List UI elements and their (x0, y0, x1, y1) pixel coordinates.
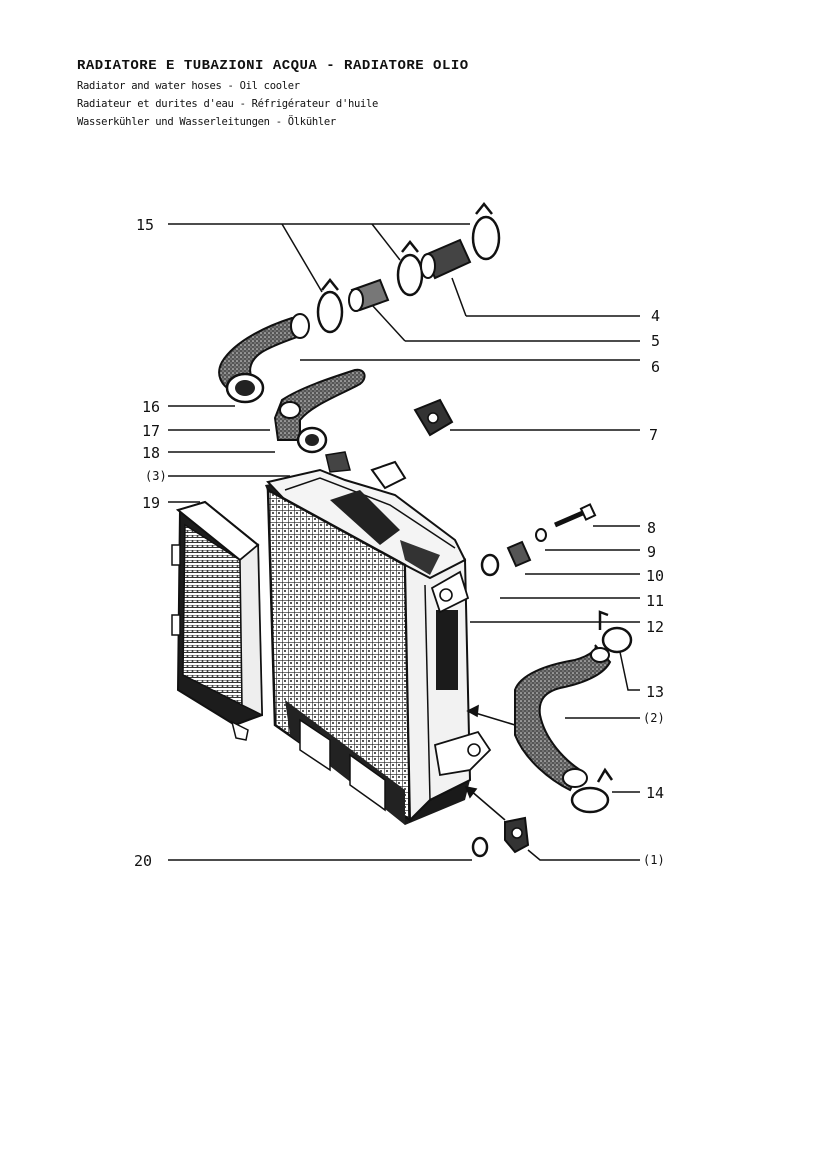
subtitle-english: Radiator and water hoses - Oil cooler (77, 80, 300, 92)
callout-16: 16 (142, 398, 160, 416)
callout-5: 5 (651, 332, 660, 350)
oil-cooler (171, 500, 264, 741)
callout-3: (3) (145, 469, 167, 483)
callout-18: 18 (142, 444, 160, 462)
hose-clamps (316, 201, 633, 814)
callout-12: 12 (646, 618, 664, 636)
lower-hose (514, 644, 612, 792)
callout-6: 6 (651, 358, 660, 376)
callout-2: (2) (643, 711, 665, 725)
callout-14: 14 (646, 784, 664, 802)
callout-labels: 15 16 17 18 (3) 19 20 4 5 6 7 8 9 10 11 … (134, 216, 665, 870)
callout-10: 10 (646, 567, 664, 585)
callout-4: 4 (651, 307, 660, 325)
callout-20: 20 (134, 852, 152, 870)
callout-15: 15 (136, 216, 154, 234)
callout-9: 9 (647, 543, 656, 561)
callout-13: 13 (646, 683, 664, 701)
leader-lines (168, 223, 640, 861)
subtitle-french: Radiateur et durites d'eau - Réfrigérate… (77, 98, 379, 110)
callout-7: 7 (649, 426, 658, 444)
upper-hose (218, 313, 310, 404)
page-header: RADIATORE E TUBAZIONI ACQUA - RADIATORE … (77, 58, 469, 134)
filler-flange (413, 398, 454, 437)
connector-sleeves (348, 238, 472, 312)
middle-hose (273, 368, 366, 473)
drain-tap (471, 816, 530, 858)
callout-8: 8 (647, 519, 656, 537)
callout-11: 11 (646, 592, 664, 610)
callout-1: (1) (643, 853, 665, 867)
subtitle-german: Wasserkühler und Wasserleitungen - Ölküh… (77, 116, 336, 128)
callout-17: 17 (142, 422, 160, 440)
assembly-arrows (464, 704, 516, 821)
page-title: RADIATORE E TUBAZIONI ACQUA - RADIATORE … (77, 58, 469, 74)
callout-19: 19 (142, 494, 160, 512)
radiator (265, 460, 492, 825)
mounting-hardware (480, 503, 597, 577)
